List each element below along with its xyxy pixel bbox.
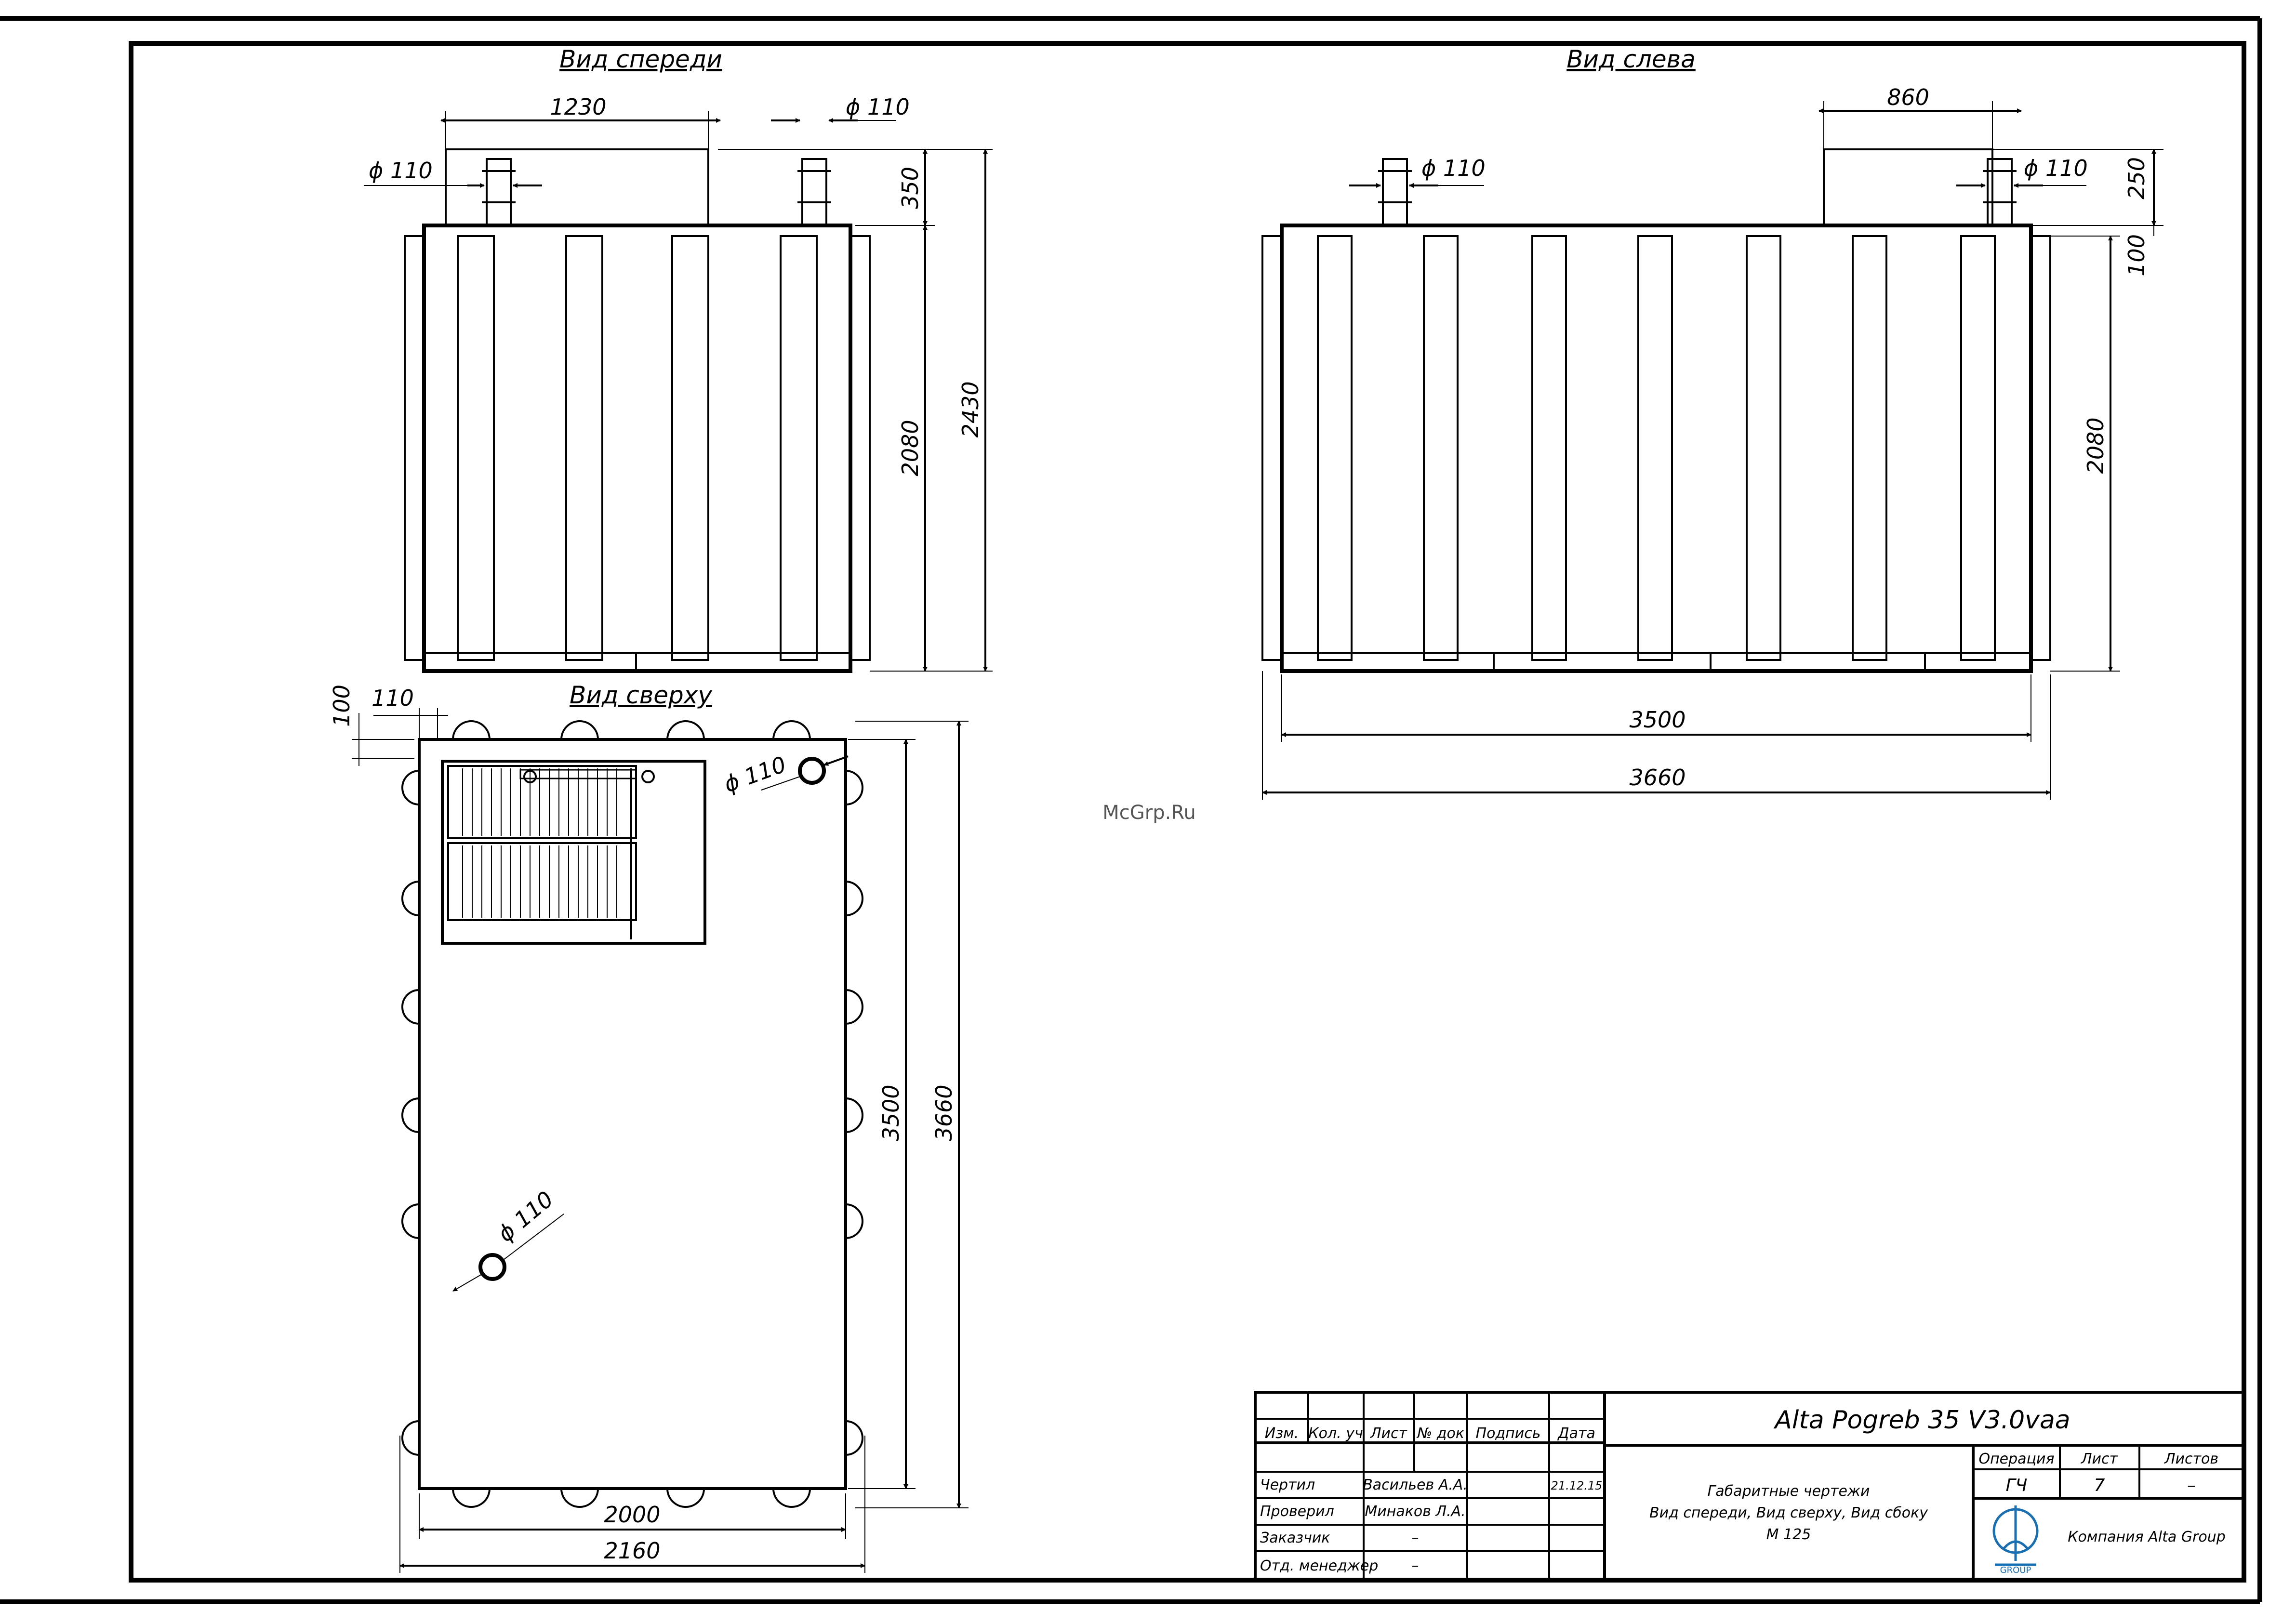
tb-name-drawn: Васильев А.А.: [1363, 1477, 1468, 1493]
dim-top-offset-100: 100: [329, 685, 355, 727]
dim-top-length-outer: 3660: [931, 1084, 957, 1141]
dim-left-body-height: 2080: [2083, 417, 2109, 474]
dim-top-length-inner: 3500: [878, 1084, 904, 1141]
dim-left-neck-width: 860: [1887, 84, 1929, 110]
tb-header-date: Дата: [1557, 1425, 1595, 1442]
tb-company: Компания Alta Group: [2068, 1529, 2226, 1545]
tb-date-drawn: 21.12.15: [1551, 1479, 1603, 1492]
dim-front-pipe-diameter-left: ϕ 110: [369, 158, 433, 184]
tb-product-name: Alta Pogreb 35 V3.0vaa: [1773, 1406, 2070, 1435]
tb-sheet-label: Лист: [2081, 1451, 2119, 1467]
dim-top-offset-110: 110: [372, 685, 414, 711]
dim-left-pipe-diameter-right: ϕ 110: [2024, 155, 2088, 181]
dim-top-width-inner: 2000: [604, 1502, 660, 1528]
dim-front-top-width: 1230: [550, 94, 606, 120]
tb-header-sheet: Лист: [1370, 1425, 1408, 1442]
top-view: Вид сверху ϕ 110 ϕ 110 100 11: [329, 681, 969, 1573]
front-view: Вид спереди 1230 ϕ 110 ϕ 110: [364, 45, 993, 673]
left-view-title: Вид слева: [1566, 45, 1696, 73]
company-logo: [1992, 1505, 2039, 1566]
dim-top-pipe-diameter-1: ϕ 110: [720, 751, 789, 797]
dim-left-length-outer: 3660: [1629, 765, 1686, 791]
tb-header-qty: Кол. уч: [1308, 1425, 1363, 1442]
left-view: Вид слева 860 ϕ 110: [1261, 45, 2163, 800]
dim-left-length-inner: 3500: [1629, 707, 1686, 733]
dim-front-total-height: 2430: [957, 381, 983, 437]
drawing-frame: [0, 16, 2262, 1604]
tb-header-doc: № док: [1416, 1425, 1464, 1442]
title-block: Изм. Кол. уч Лист № док Подпись Дата Чер…: [1254, 1391, 2245, 1582]
tb-role-checked: Проверил: [1260, 1503, 1334, 1520]
tb-description-line2: Вид спереди, Вид сверху, Вид сбоку: [1649, 1504, 1928, 1521]
tb-role-customer: Заказчик: [1260, 1530, 1330, 1546]
tb-operation-value: ГЧ: [2006, 1476, 2028, 1495]
top-view-title: Вид сверху: [570, 681, 713, 709]
dim-left-pipe-diameter-left: ϕ 110: [1421, 155, 1486, 181]
tb-name-customer: –: [1412, 1530, 1419, 1546]
tb-operation-label: Операция: [1978, 1451, 2054, 1467]
tb-name-checked: Минаков Л.А.: [1365, 1503, 1465, 1520]
tb-role-drawn: Чертил: [1260, 1477, 1315, 1493]
dim-top-pipe-diameter-2: ϕ 110: [492, 1186, 558, 1247]
tb-role-manager: Отд. менеджер: [1260, 1557, 1378, 1574]
dim-left-offset: 100: [2123, 234, 2150, 277]
watermark: McGrp.Ru: [1102, 802, 1195, 824]
dim-left-neck-height: 250: [2123, 157, 2150, 199]
dim-front-pipe-diameter-right: ϕ 110: [846, 94, 910, 120]
tb-sheets-label: Листов: [2164, 1451, 2218, 1467]
tb-sheets-value: –: [2187, 1476, 2196, 1495]
dim-top-width-outer: 2160: [604, 1538, 660, 1564]
front-view-title: Вид спереди: [559, 45, 722, 73]
tb-logo-text: GROUP: [2000, 1565, 2031, 1575]
tb-description-line3: М 125: [1766, 1526, 1811, 1543]
dim-front-body-height: 2080: [897, 420, 923, 476]
tb-name-manager: –: [1412, 1557, 1419, 1574]
tb-description-line1: Габаритные чертежи: [1708, 1483, 1870, 1500]
dim-front-neck-height: 350: [897, 167, 923, 209]
tb-sheet-value: 7: [2094, 1476, 2105, 1495]
tb-header-change: Изм.: [1265, 1425, 1299, 1442]
tb-header-signature: Подпись: [1476, 1425, 1541, 1442]
